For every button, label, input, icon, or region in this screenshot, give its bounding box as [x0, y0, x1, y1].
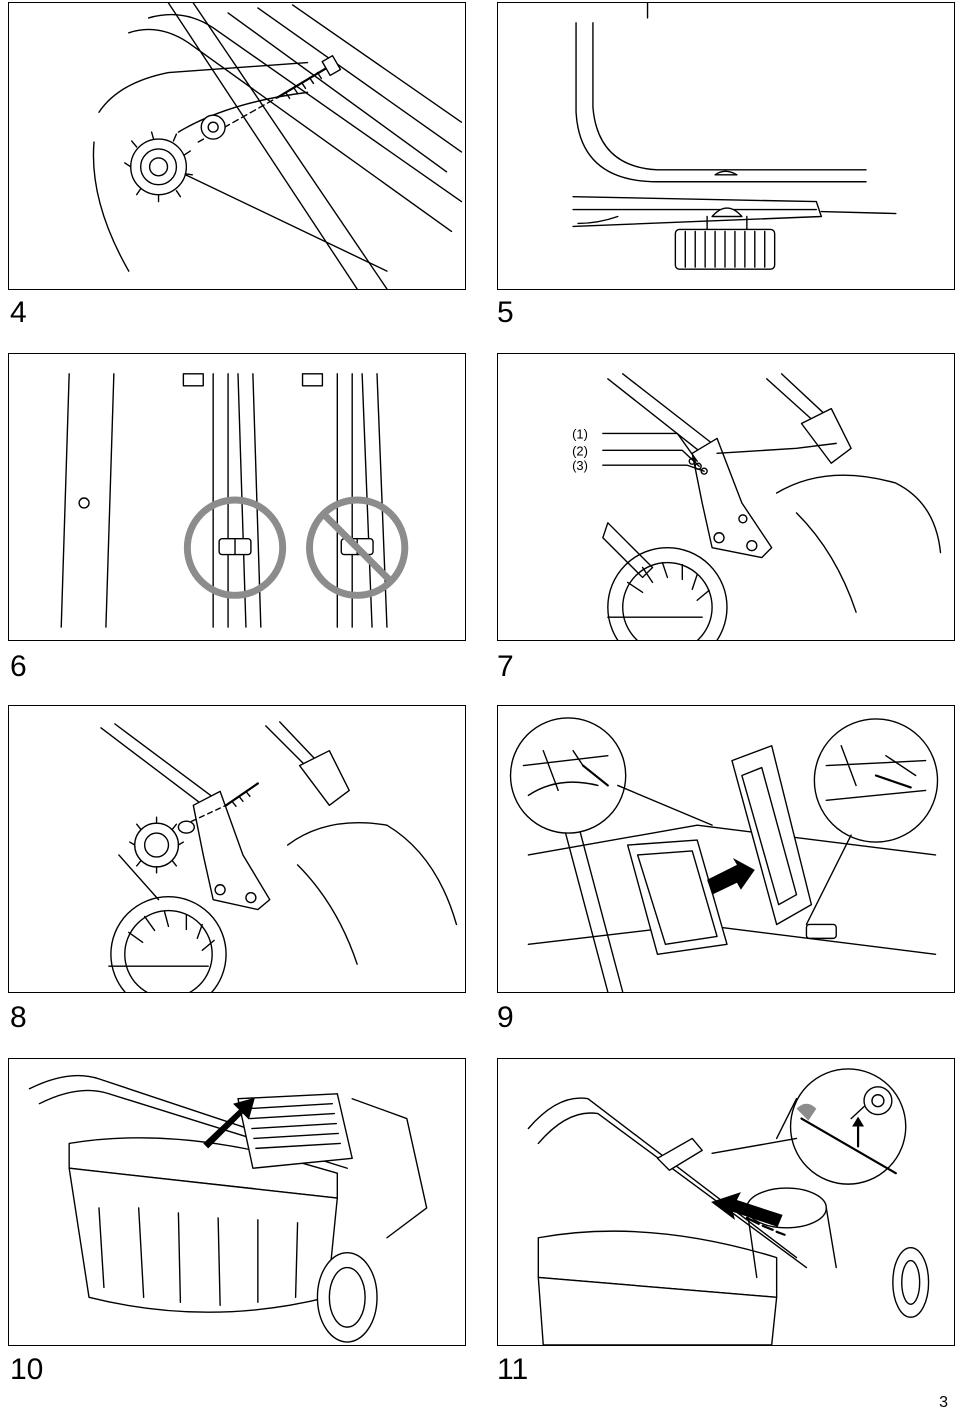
- figure-7-illustration: (1) (2) (3): [572, 373, 942, 640]
- figure-7-number: 7: [497, 650, 514, 683]
- figure-10-illustration: [28, 1074, 428, 1343]
- page-number: 3: [939, 1394, 948, 1411]
- figure-5-number: 5: [497, 296, 514, 329]
- correct-circle-icon: [183, 496, 287, 599]
- figure-4-panel: [8, 2, 466, 290]
- figure-6-panel: [8, 353, 466, 641]
- figure-4-illustration: [92, 3, 463, 289]
- figure-5-illustration: [572, 3, 897, 270]
- figure-6-illustration: [60, 373, 409, 628]
- figure-11-panel: [497, 1058, 955, 1346]
- figure-6-number: 6: [10, 650, 27, 683]
- figure-10-panel: [8, 1058, 466, 1346]
- figure-5-panel: [497, 2, 955, 290]
- figure-4-number: 4: [10, 296, 27, 329]
- callout-3: (3): [572, 458, 588, 473]
- figure-8-panel: [8, 705, 466, 993]
- figure-9-illustration: [509, 717, 939, 992]
- figure-8-illustration: [100, 721, 458, 992]
- figure-10-number: 10: [10, 1353, 44, 1386]
- figure-9-number: 9: [497, 1001, 514, 1034]
- direction-arrow-icon: [203, 1097, 255, 1149]
- prohibited-circle-icon: [306, 496, 409, 599]
- callout-2: (2): [572, 443, 588, 458]
- direction-arrow-icon: [711, 1192, 783, 1227]
- figure-7-panel: (1) (2) (3): [497, 353, 955, 641]
- figure-11-illustration: [527, 1068, 930, 1345]
- figure-8-number: 8: [10, 1001, 27, 1034]
- figure-9-panel: [497, 705, 955, 993]
- callout-1: (1): [572, 426, 588, 441]
- figure-11-number: 11: [497, 1353, 529, 1386]
- direction-arrow-icon: [707, 857, 755, 895]
